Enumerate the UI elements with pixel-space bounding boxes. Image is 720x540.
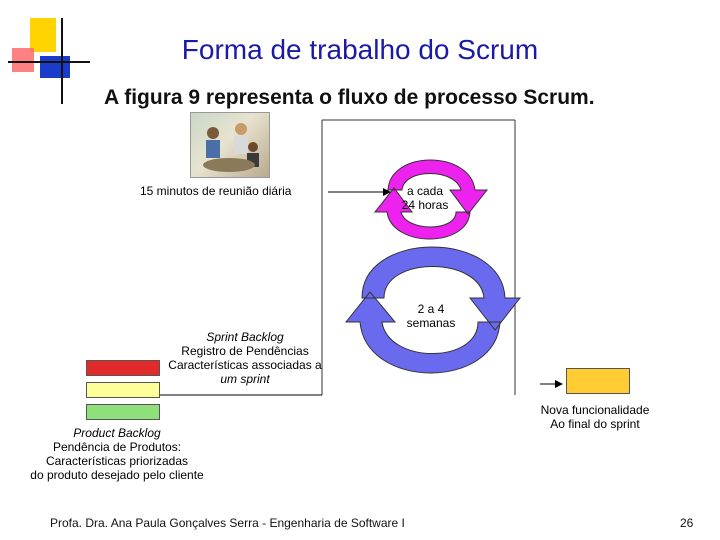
new-functionality-line1: Nova funcionalidade	[540, 403, 650, 417]
daily-cycle-line1: a cada	[406, 184, 444, 198]
sprint-backlog-line1: Registro de Pendências	[181, 344, 309, 358]
footer-author: Profa. Dra. Ana Paula Gonçalves Serra - …	[50, 516, 405, 530]
corner-logo-icon	[8, 18, 90, 104]
daily-meeting-label: 15 minutos de reunião diária	[140, 184, 292, 198]
new-functionality-line2: Ao final do sprint	[550, 417, 640, 431]
people-meeting-icon	[203, 123, 259, 172]
sprint-backlog-line3: um sprint	[220, 372, 270, 386]
product-backlog-label: Product Backlog Pendência de Produtos: C…	[12, 426, 222, 482]
sprint-backlog-label: Sprint Backlog Registro de Pendências Ca…	[150, 330, 340, 386]
daily-cycle-line2: 24 horas	[401, 198, 449, 212]
sprint-cycle-line1: 2 a 4	[417, 302, 445, 316]
product-backlog-line1: Pendência de Produtos:	[52, 440, 182, 454]
sprint-cycle-label: 2 a 4 semanas	[388, 302, 474, 330]
slide-title: Forma de trabalho do Scrum	[181, 34, 539, 65]
product-backlog-line2: Características priorizadas	[45, 454, 189, 468]
slide-subtitle: A figura 9 representa o fluxo de process…	[104, 86, 595, 109]
sprint-backlog-title: Sprint Backlog	[206, 330, 284, 344]
deliverable-box	[566, 368, 630, 394]
daily-cycle-arrow	[373, 159, 489, 240]
page-number: 26	[680, 516, 694, 530]
sprint-backlog-red-bar	[86, 360, 160, 376]
meeting-photo	[190, 112, 270, 178]
product-backlog-line3: do produto desejado pelo cliente	[30, 468, 204, 482]
sprint-cycle-line2: semanas	[406, 316, 456, 330]
sprint-backlog-yellow-bar	[86, 382, 160, 398]
sprint-backlog-line2: Características associadas a	[168, 358, 322, 372]
sprint-cycle-arrow	[344, 246, 522, 374]
new-functionality-label: Nova funcionalidade Ao final do sprint	[520, 403, 670, 431]
daily-cycle-label: a cada 24 horas	[380, 184, 470, 212]
product-backlog-title: Product Backlog	[73, 426, 161, 440]
product-backlog-green-bar	[86, 404, 160, 420]
